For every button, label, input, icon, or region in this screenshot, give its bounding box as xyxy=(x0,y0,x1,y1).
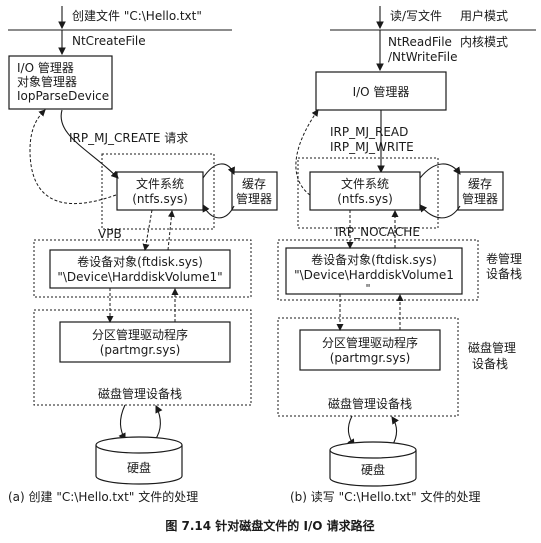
cache-label-a: 缓存 xyxy=(242,177,266,191)
caption-a: (a) 创建 "C:\Hello.txt" 文件的处理 xyxy=(8,489,198,504)
io-manager-box-b xyxy=(315,71,447,111)
volume-device-quote-b: " xyxy=(365,282,370,295)
partmgr-box-b xyxy=(299,329,441,371)
fs-label-b: 文件系统 xyxy=(341,176,389,191)
fs-driver-b: (ntfs.sys) xyxy=(337,192,393,206)
volume-device-label-a: 卷设备对象(ftdisk.sys) xyxy=(77,254,203,269)
volume-device-path-a: "\Device\HarddiskVolume1" xyxy=(57,270,222,284)
irp-mj-read-label: IRP_MJ_READ xyxy=(330,125,408,139)
api-ntreadfile: NtReadFile xyxy=(388,35,452,49)
disk-stack-side-1: 磁盘管理 xyxy=(468,340,516,355)
disk-cylinder-a xyxy=(95,445,183,485)
irp-nocache-label: IRP_NOCACHE xyxy=(335,225,420,239)
disk-stack-side-2: 设备栈 xyxy=(472,356,508,371)
volume-device-label-b: 卷设备对象(ftdisk.sys) xyxy=(311,252,437,267)
api-ntwritefile: /NtWriteFile xyxy=(388,50,458,64)
volume-stack-label-2: 设备栈 xyxy=(486,266,522,281)
disk-stack-label-a: 磁盘管理设备栈 xyxy=(98,386,182,401)
api-ntcreatefile: NtCreateFile xyxy=(72,34,146,48)
vpb-label: VPB xyxy=(98,227,122,241)
disk-cylinder-b xyxy=(329,450,417,487)
io-manager-label-b: I/O 管理器 xyxy=(353,84,410,99)
cache-label-b2: 管理器 xyxy=(462,191,498,206)
panel-a: 创建文件 "C:\Hello.txt" NtCreateFile I/O 管理器… xyxy=(8,6,278,504)
partmgr-box-a xyxy=(59,321,231,363)
disk-label-a: 硬盘 xyxy=(127,460,151,475)
file-system-box-a xyxy=(116,171,204,211)
irp-mj-create-label: IRP_MJ_CREATE 请求 xyxy=(69,131,188,145)
disk-stack-label-b: 磁盘管理设备栈 xyxy=(328,396,412,411)
cache-manager-box-b xyxy=(457,171,504,211)
kernel-mode-label: 内核模式 xyxy=(460,35,508,49)
cache-label-a2: 管理器 xyxy=(236,191,272,206)
io-manager-box-a xyxy=(8,55,113,110)
volume-device-box-a xyxy=(49,249,231,289)
irp-mj-write-label: IRP_MJ_WRITE xyxy=(330,140,414,154)
partmgr-label-a: 分区管理驱动程序 xyxy=(92,327,188,342)
user-mode-label: 用户模式 xyxy=(460,8,508,23)
volume-device-path-b: "\Device\HarddiskVolume1 xyxy=(294,268,454,282)
fs-stack-container-b xyxy=(297,157,439,229)
fs-label-a: 文件系统 xyxy=(136,176,184,191)
figure-caption: 图 7.14 针对磁盘文件的 I/O 请求路径 xyxy=(165,518,374,533)
partmgr-label-b: 分区管理驱动程序 xyxy=(322,335,418,350)
disk-label-b: 硬盘 xyxy=(361,462,385,477)
cache-label-b: 缓存 xyxy=(468,177,492,191)
fs-driver-a: (ntfs.sys) xyxy=(132,192,188,206)
partmgr-driver-b: (partmgr.sys) xyxy=(330,351,411,365)
caption-b: (b) 读写 "C:\Hello.txt" 文件的处理 xyxy=(290,489,480,504)
panel-b: 读/写文件 用户模式 NtReadFile /NtWriteFile 内核模式 … xyxy=(277,6,536,504)
fs-stack-container-a xyxy=(101,153,215,230)
disk-stack-a xyxy=(33,309,252,406)
iopparsedevice-label: IopParseDevice xyxy=(17,89,109,103)
object-manager-label: 对象管理器 xyxy=(17,74,77,89)
file-system-box-b xyxy=(309,171,421,211)
partmgr-driver-a: (partmgr.sys) xyxy=(100,343,181,357)
disk-stack-b xyxy=(277,317,459,417)
volume-stack-b xyxy=(277,239,479,301)
volume-stack-a xyxy=(33,239,252,298)
cache-manager-box-a xyxy=(231,171,278,211)
create-file-label: 创建文件 "C:\Hello.txt" xyxy=(72,8,202,23)
rw-file-label: 读/写文件 xyxy=(390,8,442,23)
io-manager-label-a: I/O 管理器 xyxy=(17,60,74,75)
volume-stack-label-1: 卷管理 xyxy=(486,251,522,266)
volume-device-box-b xyxy=(285,247,463,295)
